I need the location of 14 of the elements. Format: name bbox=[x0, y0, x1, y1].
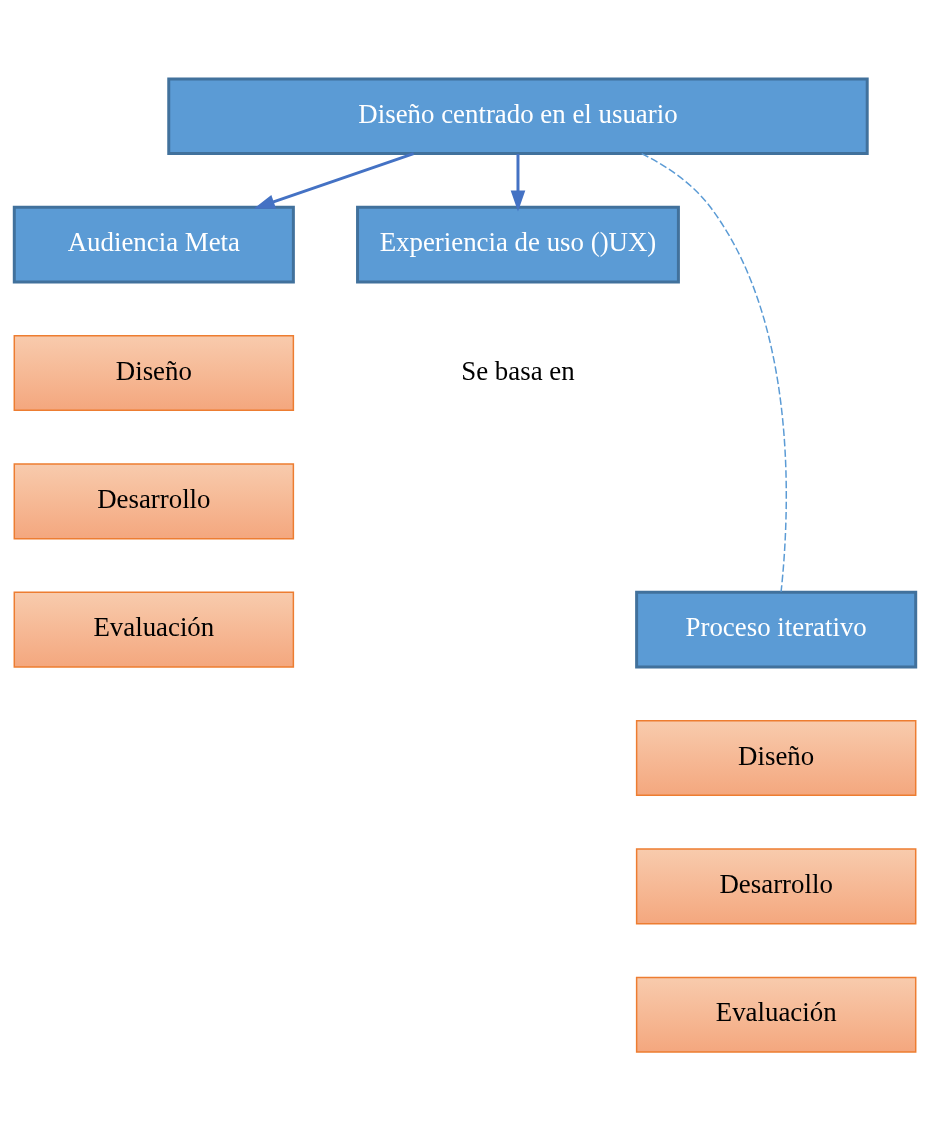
node-box: Desarrollo bbox=[635, 847, 917, 924]
node-box: Desarrollo bbox=[13, 462, 295, 539]
node-box: Diseño bbox=[13, 334, 295, 411]
connector bbox=[640, 152, 787, 593]
arrow bbox=[253, 151, 415, 209]
node-box: Evaluación bbox=[13, 591, 295, 668]
node-box: Audiencia Meta bbox=[12, 205, 295, 283]
label: Se basa en bbox=[461, 355, 575, 386]
arrow bbox=[510, 153, 526, 211]
node-box: Diseño bbox=[635, 719, 917, 796]
node-box: Evaluación bbox=[635, 976, 917, 1053]
node-box: Experiencia de uso ()UX) bbox=[356, 205, 680, 283]
node-box: Proceso iterativo bbox=[635, 590, 918, 668]
node-box: Diseño centrado en el usuario bbox=[167, 77, 869, 155]
